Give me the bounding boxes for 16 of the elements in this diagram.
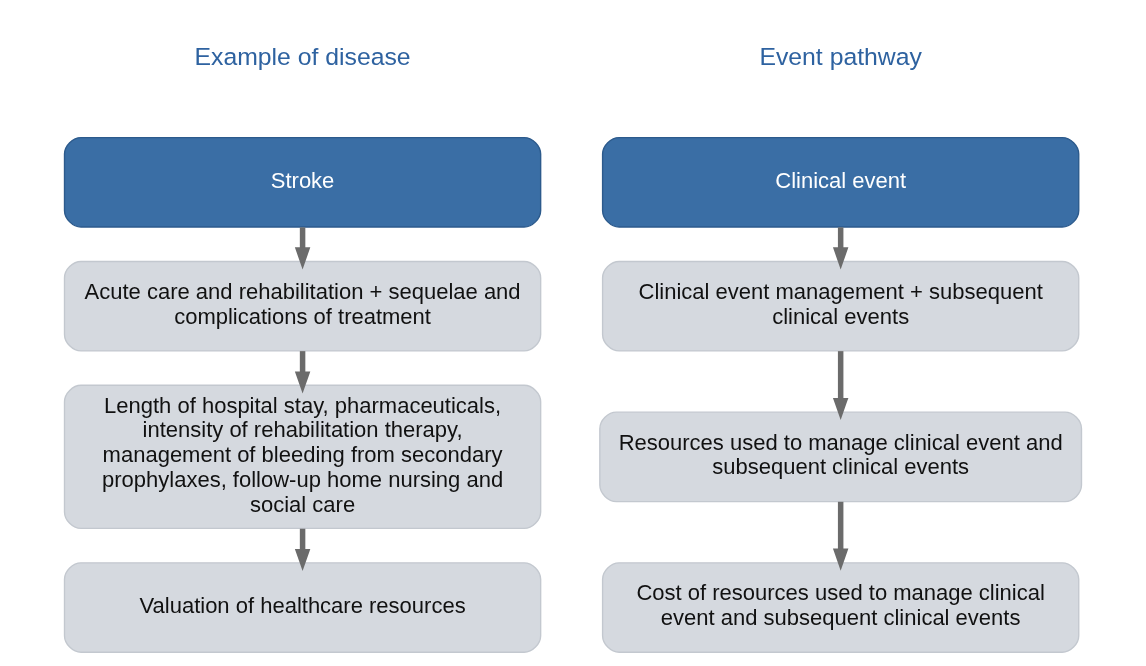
arrow [832, 501, 849, 571]
arrow [294, 528, 311, 572]
node-box: Clinical event [601, 136, 1080, 228]
arrow [294, 351, 311, 394]
node-box: Clinical event management + subsequent clinical events [601, 260, 1080, 352]
arrow [294, 227, 311, 270]
arrow [832, 227, 849, 270]
node-box: Stroke [63, 136, 542, 228]
node-box: Cost of resources used to manage clinical event and subsequent clinical events [601, 562, 1080, 653]
label: Event pathway [759, 42, 922, 70]
node-box: Length of hospital stay, pharmaceuticals, intensity of rehabilitation therapy, management of bleeding from secondary prophylaxes, follow-up home nursing and social care [63, 384, 542, 530]
node-box: Valuation of healthcare resources [63, 562, 542, 653]
arrow [832, 351, 849, 420]
label: Example of disease [194, 42, 411, 70]
node-box: Resources used to manage clinical event and subsequent clinical events [599, 411, 1083, 503]
node-box: Acute care and rehabilitation + sequelae and complications of treatment [63, 260, 542, 352]
